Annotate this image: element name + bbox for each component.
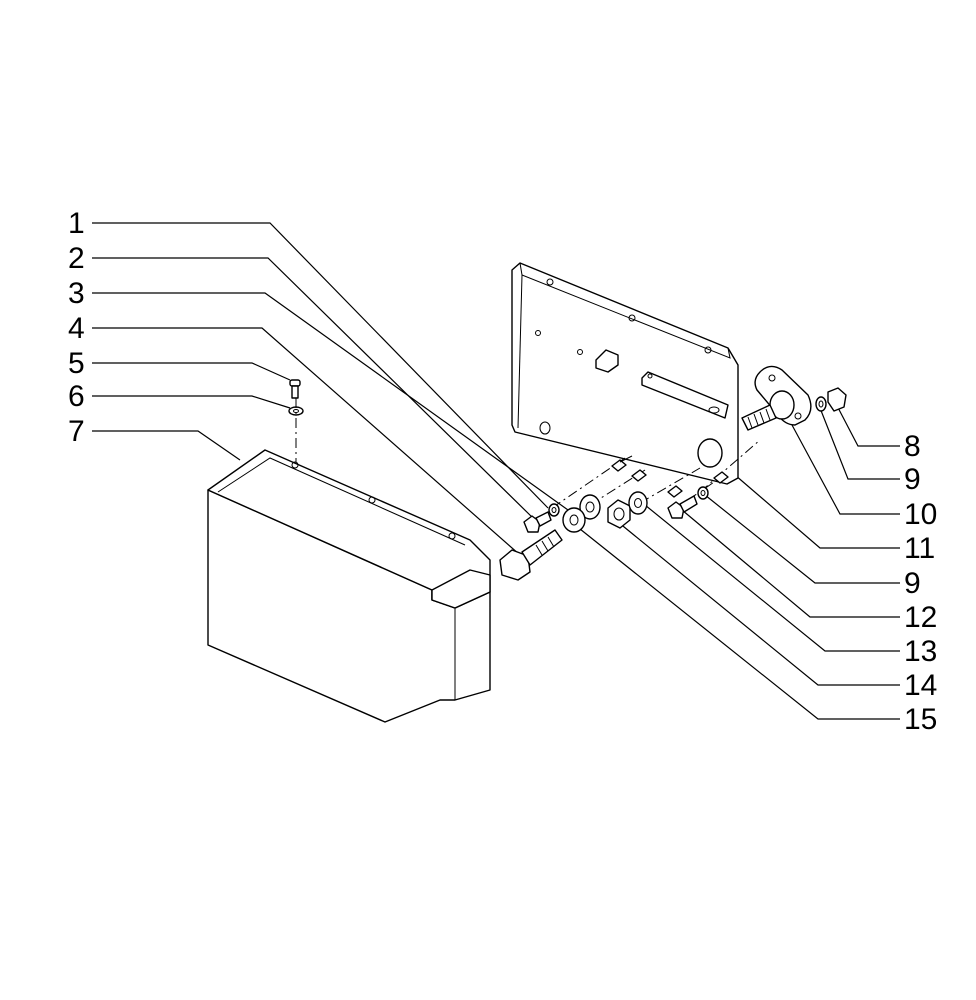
leader-4 [92,327,521,556]
plate-bolts [611,455,729,498]
leader-lines-left [92,222,576,556]
leader-lines-right [574,399,900,720]
washer-part-9-upper [815,396,827,412]
leader-12 [681,509,900,618]
callout-13: 13 [904,635,937,668]
screw-part-12 [667,495,698,519]
leader-5 [92,362,291,381]
callout-1: 1 [68,207,85,240]
washer-part-13 [628,491,648,515]
callout-2: 2 [68,242,85,275]
callout-7: 7 [68,415,85,448]
washer-part-15 [562,507,586,533]
callout-12: 12 [904,601,937,634]
screw-part-5 [289,379,301,399]
leader-3 [92,292,576,516]
callout-10: 10 [904,498,937,531]
callout-4: 4 [68,312,85,345]
screw-part-2 [523,511,552,533]
washer-part-9-lower [697,486,709,500]
callout-14: 14 [904,669,937,702]
callout-9b: 9 [904,567,921,600]
callout-15: 15 [904,703,937,736]
leader-8 [833,399,900,447]
leader-1 [92,222,549,509]
mounting-plate-part-11 [511,262,739,485]
leader-7 [92,430,241,461]
bolt-part-4 [499,529,563,581]
callout-6: 6 [68,380,85,413]
stud-mount-part-10 [741,365,812,431]
nut-part-8 [827,387,847,412]
leader-10 [791,424,900,515]
leader-6 [92,395,291,409]
callout-9a: 9 [904,463,921,496]
washer-part-1 [548,503,560,517]
leader-13 [644,504,900,652]
washer-part-3 [579,494,601,520]
callouts: 1 2 3 4 5 6 7 8 9 10 11 9 12 13 14 15 [68,207,937,736]
leader-15 [574,524,900,720]
callout-5: 5 [68,347,85,380]
leader-14 [617,521,900,686]
leader-9a [819,407,900,480]
callout-3: 3 [68,277,85,310]
cover-box-part-7 [207,449,491,723]
callout-8: 8 [904,430,921,463]
nut-part-14 [607,499,631,529]
callout-11: 11 [904,532,935,565]
leader-9b [704,494,900,584]
leader-2 [92,257,536,521]
leader-11 [734,474,900,549]
